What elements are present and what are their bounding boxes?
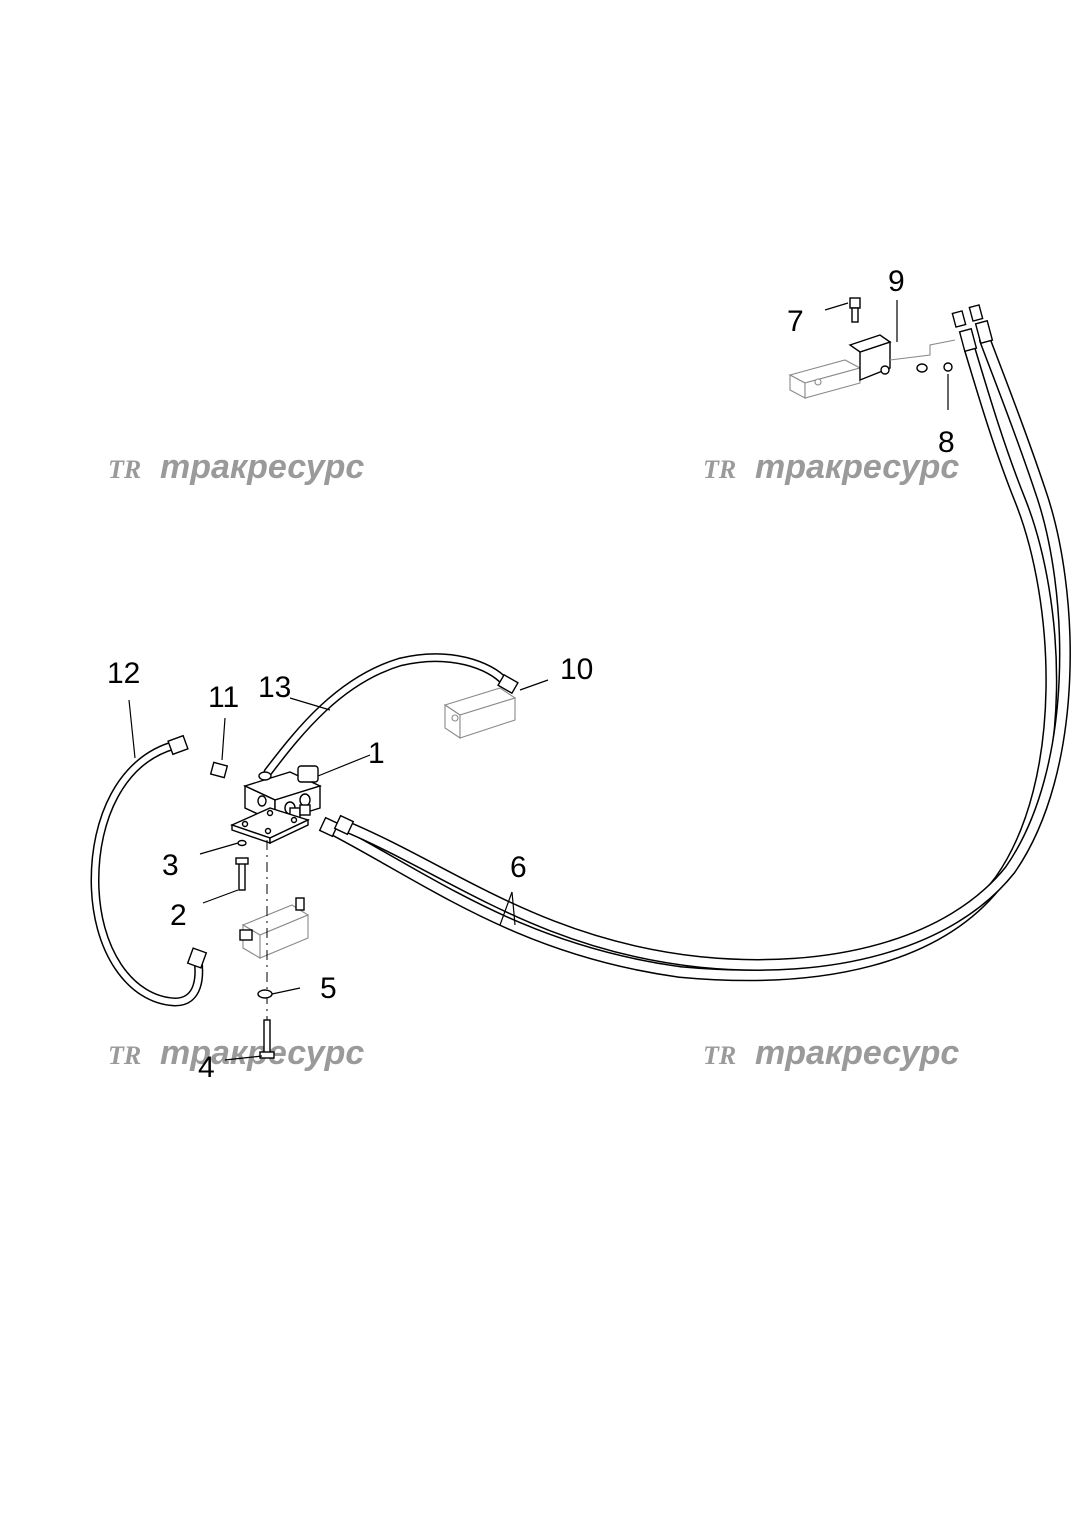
bolt-2 [235, 857, 249, 891]
callout-5: 5 [320, 972, 337, 1005]
callout-12: 12 [107, 657, 140, 690]
watermark-logo: TR [703, 455, 736, 484]
watermark-top-right: TR тракресурс [703, 448, 959, 486]
callout-3: 3 [162, 849, 179, 882]
callout-8: 8 [938, 426, 955, 459]
callout-13: 13 [258, 671, 291, 704]
washer-3 [237, 839, 247, 847]
leader-lines [128, 300, 949, 1061]
watermark-logo: TR [108, 1041, 141, 1070]
bracket-9 [788, 334, 956, 399]
block-10 [443, 687, 517, 740]
watermark-top-left: TR тракресурс [108, 448, 364, 486]
bolt-8 [943, 362, 953, 372]
washer-5 [257, 989, 273, 999]
watermark-logo: TR [108, 455, 141, 484]
lower-block [239, 897, 310, 959]
bolt-4 [259, 1019, 275, 1059]
callout-9: 9 [888, 265, 905, 298]
callout-11: 11 [208, 681, 239, 714]
fitting-11 [209, 761, 229, 779]
watermark-bottom-left: TR тракресурс [108, 1034, 364, 1072]
callout-2: 2 [170, 899, 187, 932]
bolt-7 [849, 297, 861, 323]
callout-1: 1 [368, 737, 385, 770]
callout-4: 4 [198, 1051, 215, 1084]
hose-pair-6 [318, 304, 1071, 982]
callout-7: 7 [787, 305, 804, 338]
watermark-text: тракресурс [755, 1034, 959, 1072]
watermark-text: тракресурс [160, 448, 364, 486]
callout-10: 10 [560, 653, 593, 686]
callout-6: 6 [510, 851, 527, 884]
watermark-bottom-right: TR тракресурс [703, 1034, 959, 1072]
hose-13 [263, 653, 519, 777]
hose-12 [90, 734, 208, 1007]
watermark-logo: TR [703, 1041, 736, 1070]
mounting-plate [230, 807, 310, 845]
watermark-text: тракресурс [755, 448, 959, 486]
